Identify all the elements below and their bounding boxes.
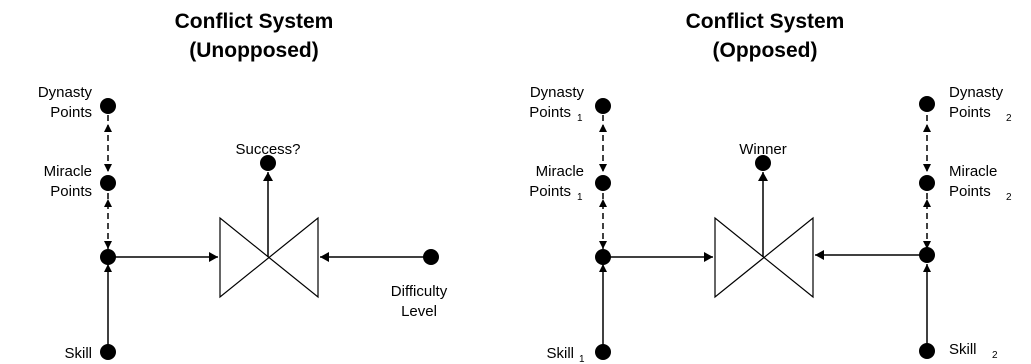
right-skill-node — [919, 343, 935, 359]
unopposed-miracle-label-2: Points — [50, 183, 92, 200]
right-miracle-label-2: Points — [949, 183, 991, 200]
left-dynasty-subscript: 1 — [577, 113, 583, 124]
right-skill-label: Skill — [949, 341, 977, 358]
arrowhead — [599, 124, 607, 132]
opposed-title-line1: Conflict System — [686, 10, 845, 33]
left-skill-label: Skill — [546, 345, 574, 362]
unopposed-title-line1: Conflict System — [175, 10, 334, 33]
left-miracle-subscript: 1 — [577, 192, 583, 203]
right-junction-node — [919, 247, 935, 263]
unopposed-miracle-label-1: Miracle — [44, 163, 92, 180]
arrowhead — [209, 252, 218, 262]
arrowhead — [104, 264, 112, 272]
left-dynasty-points-node — [595, 98, 611, 114]
right-skill-subscript: 2 — [992, 350, 998, 361]
right-dynasty-label-2: Points — [949, 104, 991, 121]
arrowhead — [104, 241, 112, 249]
unopposed-dynasty-label-2: Points — [50, 104, 92, 121]
winner-node — [755, 155, 771, 171]
right-dynasty-subscript: 2 — [1006, 113, 1012, 124]
arrowhead — [104, 164, 112, 172]
unopposed-diagram: Conflict System (Unopposed) Dynasty Poin… — [38, 10, 448, 362]
arrowhead — [923, 164, 931, 172]
left-miracle-label-1: Miracle — [536, 163, 584, 180]
arrowhead — [320, 252, 329, 262]
unopposed-dynasty-label-1: Dynasty — [38, 84, 93, 101]
difficulty-node — [423, 249, 439, 265]
unopposed-resolver-valve — [219, 216, 319, 299]
unopposed-outcome-label: Success? — [235, 141, 300, 158]
arrowhead — [923, 199, 931, 207]
arrowhead — [599, 264, 607, 272]
arrowhead — [923, 241, 931, 249]
left-skill-node — [595, 344, 611, 360]
right-dynasty-points-node — [919, 96, 935, 112]
skill-node — [100, 344, 116, 360]
right-dynasty-label-1: Dynasty — [949, 84, 1004, 101]
left-miracle-label-2: Points — [529, 183, 571, 200]
left-junction-node — [595, 249, 611, 265]
arrowhead — [104, 124, 112, 132]
unopposed-skill-label: Skill — [64, 345, 92, 362]
dynasty-points-node — [100, 98, 116, 114]
arrowhead — [815, 250, 824, 260]
success-node — [260, 155, 276, 171]
opposed-diagram: Conflict System (Opposed) Dynasty Points… — [529, 10, 1012, 364]
opposed-resolver-valve — [714, 216, 814, 299]
left-dynasty-label-2: Points — [529, 104, 571, 121]
arrowhead — [104, 199, 112, 207]
junction-node — [100, 249, 116, 265]
arrowhead — [599, 241, 607, 249]
miracle-points-node — [100, 175, 116, 191]
left-skill-subscript: 1 — [579, 354, 585, 364]
left-miracle-points-node — [595, 175, 611, 191]
unopposed-title-line2: (Unopposed) — [189, 39, 318, 62]
arrowhead — [599, 164, 607, 172]
arrowhead — [704, 252, 713, 262]
arrowhead — [599, 199, 607, 207]
right-miracle-points-node — [919, 175, 935, 191]
left-dynasty-label-1: Dynasty — [530, 84, 585, 101]
difficulty-label-2: Level — [401, 303, 437, 320]
arrowhead — [923, 264, 931, 272]
opposed-outcome-label: Winner — [739, 141, 787, 158]
arrowhead — [923, 124, 931, 132]
arrowhead — [263, 172, 273, 181]
difficulty-label-1: Difficulty — [391, 283, 448, 300]
right-miracle-label-1: Miracle — [949, 163, 997, 180]
opposed-title-line2: (Opposed) — [713, 39, 818, 62]
right-miracle-subscript: 2 — [1006, 192, 1012, 203]
arrowhead — [758, 172, 768, 181]
